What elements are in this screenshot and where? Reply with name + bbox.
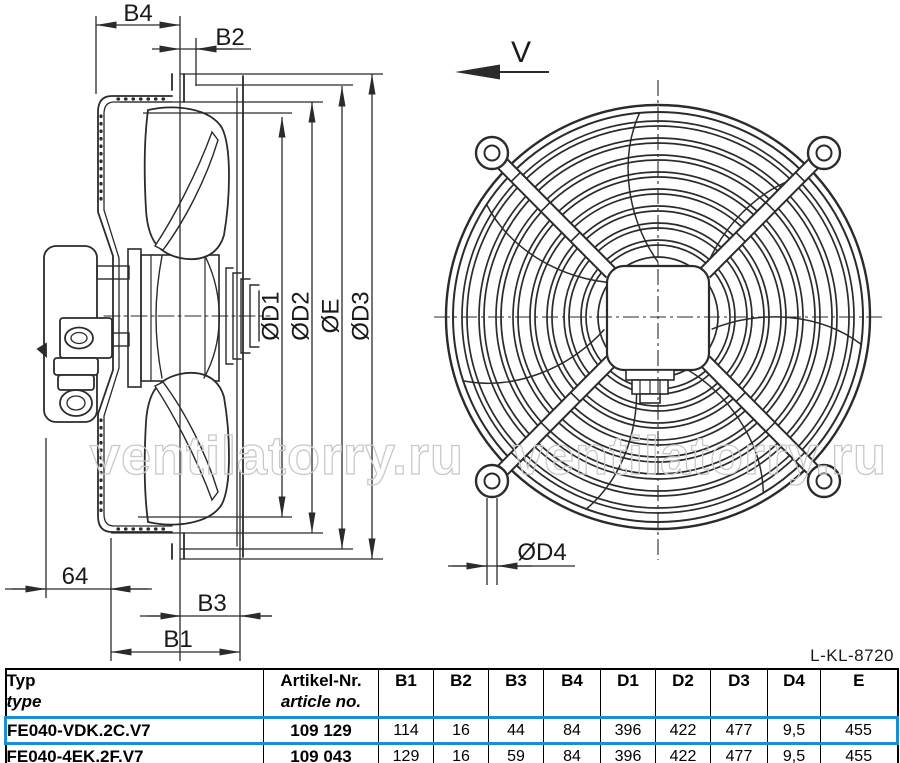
cell-b1: 129 [378,743,434,763]
cell-d1: 396 [600,716,656,745]
drawing-code: L-KL-8720 [810,646,894,665]
technical-drawing: B4 B2 64 B3 B1 ØD1 ØD2 ØE ØD3 [5,0,894,665]
cell-b4: 84 [543,743,601,763]
side-view-dimensions [5,16,383,661]
cell-article: 109 043 [263,743,379,763]
header-b1: B1 [378,668,434,718]
cell-d3: 477 [710,716,768,745]
cell-d3: 477 [710,743,768,763]
cell-article: 109 129 [263,716,379,745]
dimensions-table: Typ type Artikel-Nr. article no. B1 B2 B… [4,668,899,763]
front-view: ØD4 V [434,36,884,585]
dim-label-b3: B3 [197,590,226,617]
cell-type: FE040-VDK.2C.V7 [4,716,264,745]
dim-label-d4: ØD4 [517,539,566,566]
cell-d2: 422 [655,716,711,745]
centerlines [434,80,884,560]
header-d3: D3 [710,668,768,718]
airflow-arrow [455,64,549,80]
header-e: E [820,668,898,718]
header-d2: D2 [655,668,711,718]
table-row-highlighted: FE040-VDK.2C.V7 109 129 114 16 44 84 396… [4,716,899,745]
header-typ: Typ type [5,668,264,718]
header-artikel: Artikel-Nr. article no. [263,668,379,718]
table-row: FE040-4EK.2F.V7 109 043 129 16 59 84 396… [5,743,898,763]
cell-b1: 114 [378,716,434,745]
table-header-row: Typ type Artikel-Nr. article no. B1 B2 B… [5,668,898,718]
header-d1: D1 [600,668,656,718]
cell-b2: 16 [433,716,489,745]
header-artikel-en: article no. [280,692,362,712]
center-fitting [625,369,675,404]
dim-label-e: ØE [317,299,344,334]
cell-d2: 422 [655,743,711,763]
cell-e: 455 [820,743,898,763]
dim-label-b2: B2 [215,24,244,51]
dim-label-d1: ØD1 [257,291,284,340]
cell-b2: 16 [433,743,489,763]
header-artikel-de: Artikel-Nr. [280,671,362,690]
header-d4: D4 [767,668,821,718]
cell-b3: 44 [488,716,544,745]
dim-label-64: 64 [62,563,89,590]
dim-label-d2: ØD2 [287,291,314,340]
cell-e: 455 [820,716,899,745]
watermark-right: ventilatorry.ru [513,426,887,486]
dim-label-b4: B4 [123,0,152,27]
header-typ-en: type [6,692,42,712]
cell-type: FE040-4EK.2F.V7 [5,743,264,763]
cell-d4: 9,5 [767,743,821,763]
airflow-label: V [511,36,531,69]
watermark-left: ventilatorry.ru [90,426,464,486]
cell-d4: 9,5 [767,716,821,745]
cell-d1: 396 [600,743,656,763]
d4-dimension [448,498,575,585]
dim-label-d3: ØD3 [347,291,374,340]
header-b3: B3 [488,668,544,718]
cell-b4: 84 [543,716,601,745]
header-typ-de: Typ [6,671,36,690]
side-view [36,73,271,560]
header-b2: B2 [433,668,489,718]
cell-b3: 59 [488,743,544,763]
header-b4: B4 [543,668,601,718]
dim-label-b1: B1 [163,626,192,653]
